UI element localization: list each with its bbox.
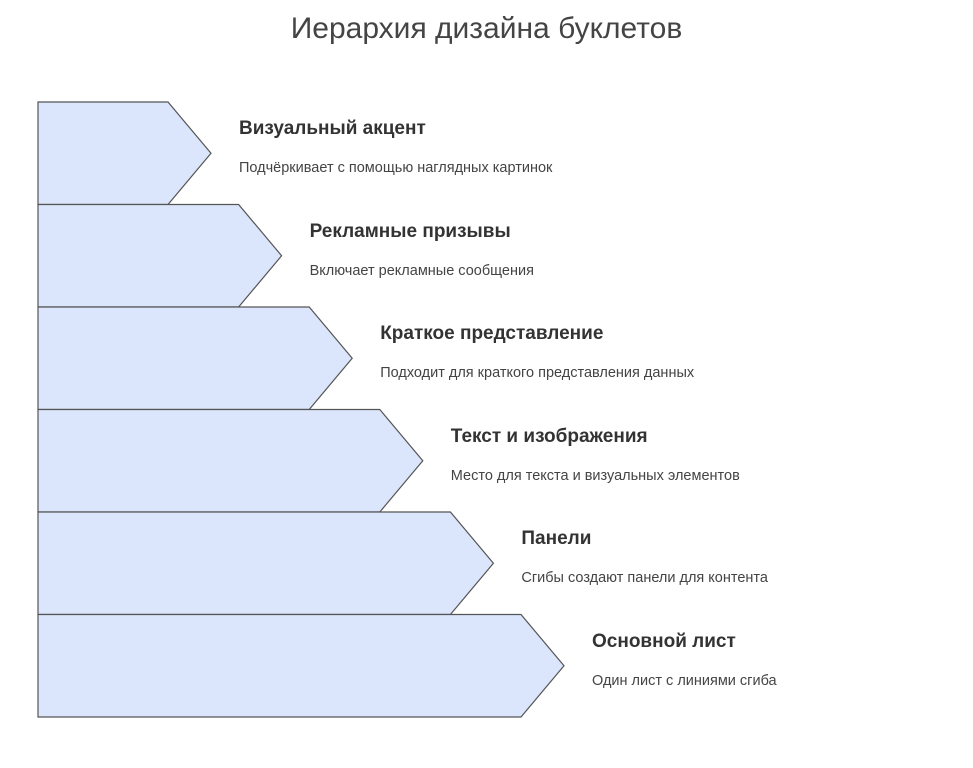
level-arrow-shape	[37, 306, 353, 411]
level-label: Панели Сгибы создают панели для контента	[521, 528, 851, 588]
level-heading: Краткое представление	[380, 323, 604, 344]
level-description: Сгибы создают панели для контента	[521, 570, 768, 586]
level-label: Рекламные призывы Включает рекламные соо…	[310, 221, 640, 281]
level-label: Текст и изображения Место для текста и в…	[451, 426, 781, 486]
level-arrow-shape	[37, 511, 495, 616]
level-description: Подходит для краткого представления данн…	[380, 365, 695, 381]
level-description: Место для текста и визуальных элементов	[450, 467, 740, 484]
level-heading: Визуальный акцент	[239, 118, 426, 139]
level-heading: Рекламные призывы	[309, 220, 511, 242]
diagram-title: Иерархия дизайна буклетов	[290, 12, 683, 45]
level-arrow-shape	[37, 408, 424, 513]
level-heading: Текст и изображения	[450, 425, 648, 447]
level-arrow-shape	[37, 203, 283, 308]
level-label: Визуальный акцент Подчёркивает с помощью…	[239, 118, 569, 178]
level-description: Включает рекламные сообщения	[309, 262, 534, 279]
level-description: Подчёркивает с помощью наглядных картино…	[239, 160, 553, 176]
level-label: Краткое представление Подходит для кратк…	[380, 323, 710, 383]
level-heading: Основной лист	[592, 630, 736, 652]
level-description: Один лист с линиями сгиба	[592, 672, 777, 689]
level-arrow-shape	[37, 101, 212, 206]
level-arrow-shape	[37, 613, 565, 718]
level-heading: Панели	[521, 528, 592, 549]
level-label: Основной лист Один лист с линиями сгиба	[592, 631, 922, 691]
